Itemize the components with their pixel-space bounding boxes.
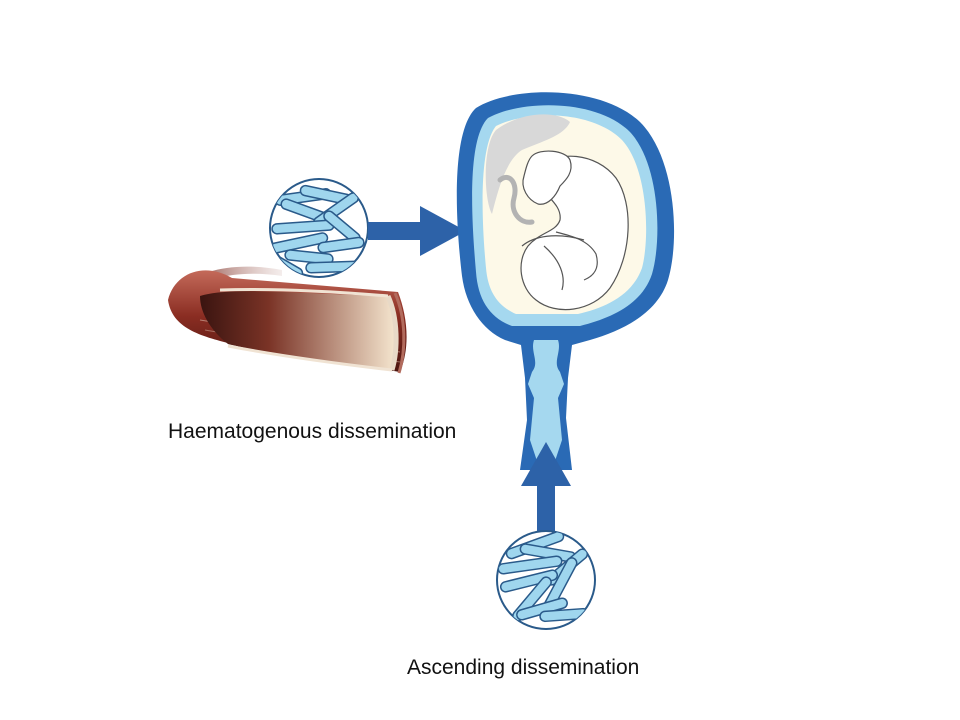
arrow-right-icon <box>368 206 466 256</box>
blood-vessel-icon <box>168 266 407 374</box>
cervix-icon <box>528 340 564 470</box>
bacteria-cluster-icon <box>269 178 369 278</box>
ascending-label: Ascending dissemination <box>407 656 640 679</box>
bacteria-cluster-icon <box>496 530 596 630</box>
fetus-icon <box>520 150 629 311</box>
haematogenous-label: Haematogenous dissemination <box>168 420 457 443</box>
umbilical-cord-icon <box>497 174 535 225</box>
placenta-icon <box>485 114 570 214</box>
arrow-up-icon <box>521 442 571 536</box>
